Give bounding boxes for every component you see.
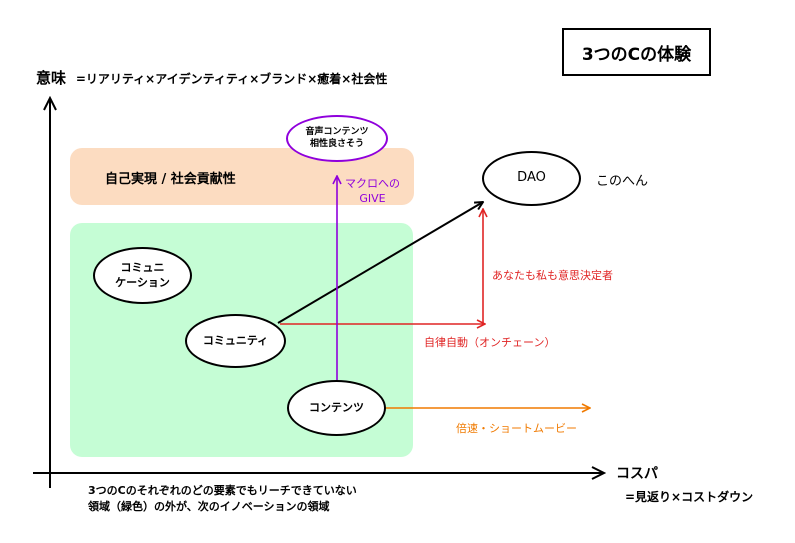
- y-axis-label-group: 意味 =リアリティ×アイデンティティ×ブランド×癒着×社会性: [36, 67, 387, 88]
- node-communication-line1: コミュニ: [120, 261, 165, 275]
- x-axis-label: コスパ: [616, 466, 658, 482]
- node-audio-contents: 音声コンテンツ 相性良さそう: [286, 115, 388, 162]
- node-audio-line2: 相性良さそう: [309, 138, 364, 149]
- autonomous-label: 自律自動（オンチェーン）: [424, 336, 556, 349]
- node-community: コミュニティ: [185, 314, 286, 368]
- node-dao-label: DAO: [517, 170, 546, 186]
- node-dao: DAO: [482, 151, 581, 206]
- macro-give-line2: GIVE: [359, 191, 386, 205]
- x-axis-formula: =見返り×コストダウン: [625, 490, 754, 504]
- arrow-community-to-dao: [277, 202, 483, 324]
- node-community-label: コミュニティ: [202, 333, 269, 347]
- macro-give-label: マクロへの GIVE: [345, 177, 400, 207]
- node-communication: コミュニ ケーション: [93, 247, 192, 304]
- speed-label: 倍速・ショートムービー: [456, 422, 577, 435]
- node-audio-line1: 音声コンテンツ: [305, 126, 369, 137]
- dao-here-label: このへん: [596, 174, 649, 189]
- node-contents-label: コンテンツ: [309, 400, 364, 414]
- innovation-note-line1: 3つのCのそれぞれのどの要素でもリーチできていない: [88, 484, 357, 497]
- node-contents: コンテンツ: [287, 380, 386, 436]
- decision-makers-label: あなたも私も意思決定者: [492, 269, 613, 282]
- innovation-note-line2: 領域（緑色）の外が、次のイノベーションの領域: [88, 499, 330, 513]
- y-axis-formula: =リアリティ×アイデンティティ×ブランド×癒着×社会性: [75, 72, 388, 86]
- macro-give-line1: マクロへの: [345, 177, 400, 190]
- innovation-note: 3つのCのそれぞれのどの要素でもリーチできていない 領域（緑色）の外が、次のイノ…: [88, 483, 357, 515]
- node-communication-line2: ケーション: [115, 275, 170, 289]
- self-realization-label: 自己実現 / 社会貢献性: [105, 172, 236, 187]
- diagram-title: 3つのCの体験: [562, 28, 711, 76]
- y-axis-label: 意味: [36, 69, 67, 87]
